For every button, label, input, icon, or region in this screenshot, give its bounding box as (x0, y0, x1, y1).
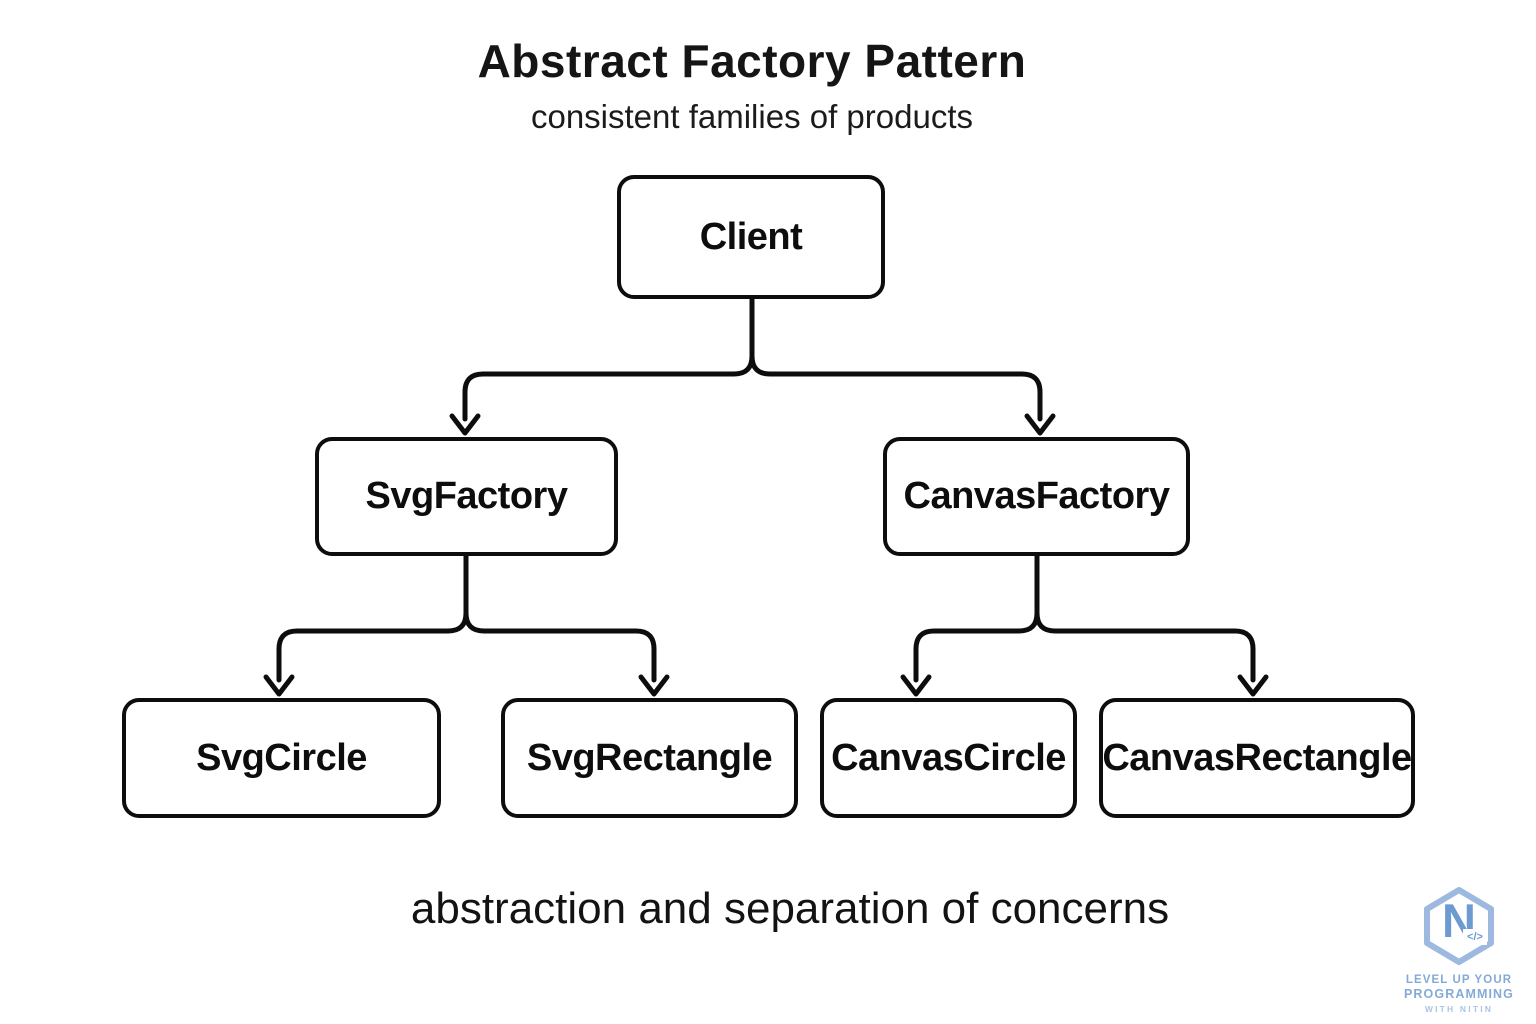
node-canvas-rectangle-label: CanvasRectangle (1102, 736, 1412, 779)
node-canvas-circle: CanvasCircle (820, 698, 1077, 818)
page-title: Abstract Factory Pattern (477, 35, 1027, 87)
edge-svgfactory-svgrectangle (463, 553, 657, 683)
node-canvas-factory: CanvasFactory (883, 437, 1190, 556)
hexagon-icon (1424, 887, 1494, 965)
node-svg-rectangle: SvgRectangle (501, 698, 798, 818)
edge-client-svgfactory (462, 296, 755, 422)
arrowhead-canvasrectangle (1237, 674, 1269, 697)
node-svg-factory: SvgFactory (315, 437, 618, 556)
node-svg-rectangle-label: SvgRectangle (526, 736, 773, 779)
edge-canvasfactory-canvascircle (913, 553, 1040, 683)
edge-canvasfactory-canvasrectangle (1034, 553, 1256, 683)
logo-tagline-line2: PROGRAMMING (1403, 987, 1514, 1001)
arrowhead-svgrectangle (638, 674, 670, 697)
edge-svgfactory-svgcircle (276, 553, 469, 683)
logo-hexagon-mark: N </> (1421, 886, 1497, 966)
code-icon: </> (1463, 929, 1487, 945)
footer-caption: abstraction and separation of concerns (410, 884, 1170, 933)
edge-client-canvasfactory (749, 296, 1043, 422)
node-canvas-circle-label: CanvasCircle (831, 736, 1066, 779)
arrowhead-canvascircle (900, 674, 932, 697)
node-svg-circle-label: SvgCircle (196, 736, 367, 779)
node-canvas-rectangle: CanvasRectangle (1099, 698, 1415, 818)
page-subtitle: consistent families of products (530, 98, 974, 135)
logo-tagline-line3: WITH NITIN (1424, 1004, 1494, 1014)
arrowhead-svgcircle (263, 674, 295, 697)
node-svg-circle: SvgCircle (122, 698, 441, 818)
arrowhead-canvasfactory (1024, 413, 1056, 436)
node-canvas-factory-label: CanvasFactory (903, 475, 1170, 517)
brand-logo: N </> LEVEL UP YOUR PROGRAMMING WITH NIT… (1393, 886, 1525, 1014)
node-client: Client (617, 175, 885, 299)
node-svg-factory-label: SvgFactory (365, 475, 568, 517)
arrowhead-svgfactory (449, 413, 481, 436)
logo-tagline-line1: LEVEL UP YOUR (1405, 974, 1513, 986)
node-client-label: Client (699, 215, 803, 258)
